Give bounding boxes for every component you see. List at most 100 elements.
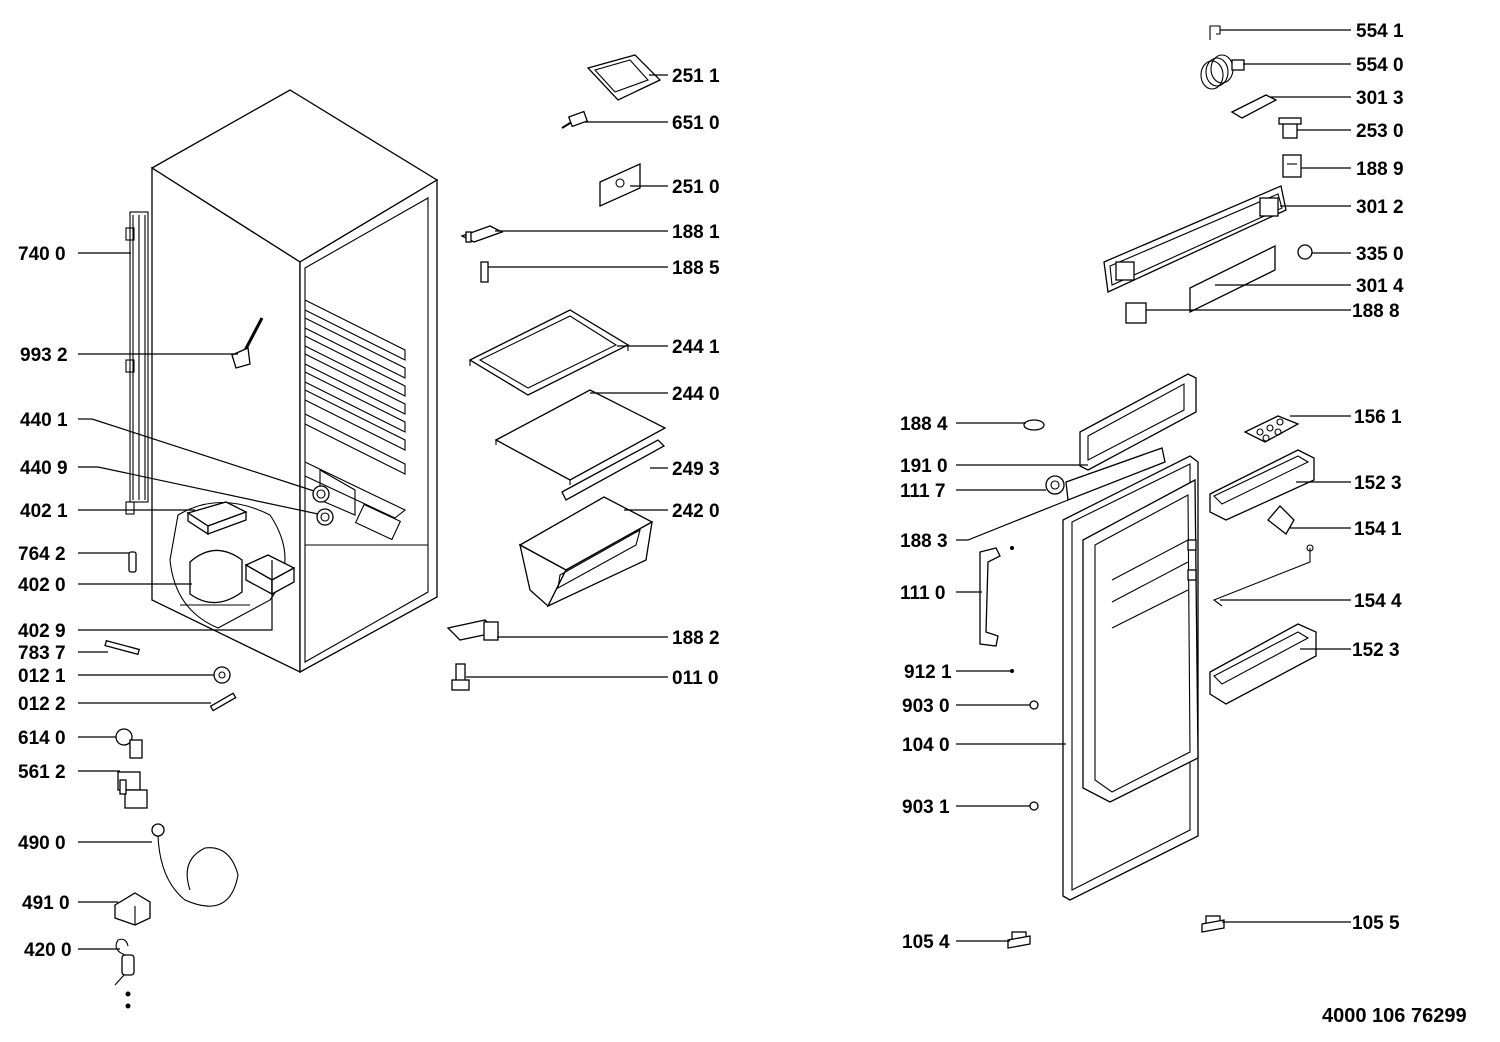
part-label: 244 1 xyxy=(672,337,720,358)
part-label: 012 2 xyxy=(18,694,66,715)
part-label: 105 4 xyxy=(902,932,950,953)
badge-part xyxy=(1045,475,1065,495)
handle-part xyxy=(979,547,1001,647)
part-label: 111 7 xyxy=(900,481,945,502)
sensor-probe-part xyxy=(231,317,264,369)
part-label: 783 7 xyxy=(18,643,66,664)
thermostat-part xyxy=(128,551,137,573)
part-label: 903 0 xyxy=(902,696,950,717)
wire-rack-part xyxy=(1212,544,1314,607)
screw-part xyxy=(1010,546,1014,550)
knob-part xyxy=(1297,244,1313,260)
part-label: 011 0 xyxy=(672,668,719,689)
hinge-part xyxy=(1007,931,1031,949)
part-label: 402 0 xyxy=(18,575,66,596)
part-label: 188 8 xyxy=(1352,301,1400,322)
cap-part xyxy=(1023,419,1045,431)
part-label: 188 2 xyxy=(672,628,720,649)
cover-part xyxy=(114,892,151,926)
part-label: 554 1 xyxy=(1356,21,1404,42)
part-label: 156 1 xyxy=(1354,407,1402,428)
part-label: 301 2 xyxy=(1356,197,1404,218)
lens-part xyxy=(1282,154,1302,178)
part-label: 420 0 xyxy=(24,940,72,961)
knob-part-inner xyxy=(320,512,330,522)
trim-strip-part xyxy=(1065,447,1166,501)
part-label: 249 3 xyxy=(672,459,720,480)
part-label: 402 1 xyxy=(20,501,68,522)
part-label: 440 1 xyxy=(20,410,68,431)
lamp-socket-part xyxy=(561,110,589,129)
lamp-cover-part xyxy=(586,54,662,101)
glass-shelf-part xyxy=(468,309,630,396)
knob-part xyxy=(316,508,334,526)
starter-part xyxy=(117,771,148,809)
part-label: 903 1 xyxy=(902,797,950,818)
hinge-part xyxy=(446,619,500,641)
part-label: 154 1 xyxy=(1354,519,1402,540)
clip-part xyxy=(1209,25,1221,40)
document-number: 4000 106 76299 xyxy=(1322,1005,1467,1027)
door-left-labels: 188 4 191 0 111 7 188 3 111 0 912 1 903 … xyxy=(900,414,952,953)
part-label: 561 2 xyxy=(18,762,66,783)
part-label: 993 2 xyxy=(20,345,68,366)
part-label: 912 1 xyxy=(904,662,952,683)
crisper-drawer-part xyxy=(518,496,654,608)
bushing-part xyxy=(213,666,231,684)
part-label: 253 0 xyxy=(1356,121,1404,142)
capacitor-part xyxy=(114,938,135,1009)
pin-part xyxy=(480,261,489,283)
part-label: 764 2 xyxy=(18,544,66,565)
part-label: 402 9 xyxy=(18,621,66,642)
part-label: 242 0 xyxy=(672,501,720,522)
left-labels: 740 0 993 2 440 1 440 9 402 1 764 2 402 … xyxy=(18,244,72,961)
profile-strip-part xyxy=(561,439,666,501)
part-label: 191 0 xyxy=(900,456,948,477)
center-labels: 251 1 651 0 251 0 188 1 188 5 244 1 244 … xyxy=(672,66,720,689)
leader-lines xyxy=(78,29,1351,950)
part-label: 491 0 xyxy=(22,893,70,914)
part-label: 244 0 xyxy=(672,384,720,405)
part-label: 188 3 xyxy=(900,531,948,552)
door-shelf-part xyxy=(1209,623,1317,705)
condenser-part xyxy=(125,211,149,515)
slider-part xyxy=(1230,94,1278,119)
part-label: 251 1 xyxy=(672,66,720,87)
control-panel-part xyxy=(1103,185,1287,293)
part-label: 301 4 xyxy=(1356,276,1404,297)
part-label: 651 0 xyxy=(672,113,720,134)
screw-part xyxy=(1010,669,1014,673)
part-label: 111 0 xyxy=(900,583,945,604)
part-label: 105 5 xyxy=(1352,913,1400,934)
part-label: 301 3 xyxy=(1356,88,1404,109)
hinge-part xyxy=(1201,915,1225,933)
switch-part xyxy=(1278,117,1302,139)
overload-part xyxy=(104,639,140,656)
right-top-labels: 554 1 554 0 301 3 253 0 188 9 301 2 335 … xyxy=(1352,21,1404,322)
part-label: 188 9 xyxy=(1356,159,1404,180)
door-gasket-part xyxy=(1079,373,1197,471)
part-label: 614 0 xyxy=(18,728,66,749)
door-right-labels: 156 1 152 3 154 1 154 4 152 3 105 5 xyxy=(1352,407,1402,934)
bracket-part xyxy=(1267,505,1295,535)
spring-part xyxy=(1200,54,1245,90)
bushing-part-inner xyxy=(218,671,226,679)
decor-panel-part xyxy=(1189,244,1276,314)
refrigerator-cabinet xyxy=(150,89,439,674)
part-label: 012 1 xyxy=(18,666,66,687)
part-label: 335 0 xyxy=(1356,244,1404,265)
part-label: 554 0 xyxy=(1356,55,1404,76)
door-shelf-part xyxy=(1209,449,1315,521)
part-label: 154 4 xyxy=(1354,591,1402,612)
label-part xyxy=(1125,302,1147,324)
knob-part xyxy=(312,485,330,503)
door-panel-part xyxy=(1062,455,1199,901)
screw-part xyxy=(1029,700,1039,710)
part-label: 188 5 xyxy=(672,258,720,279)
part-label: 188 4 xyxy=(900,414,948,435)
part-label: 440 9 xyxy=(20,458,68,479)
screw-part xyxy=(1029,801,1039,811)
egg-tray-part xyxy=(1243,415,1300,443)
part-label: 188 1 xyxy=(672,222,720,243)
part-label: 251 0 xyxy=(672,177,720,198)
